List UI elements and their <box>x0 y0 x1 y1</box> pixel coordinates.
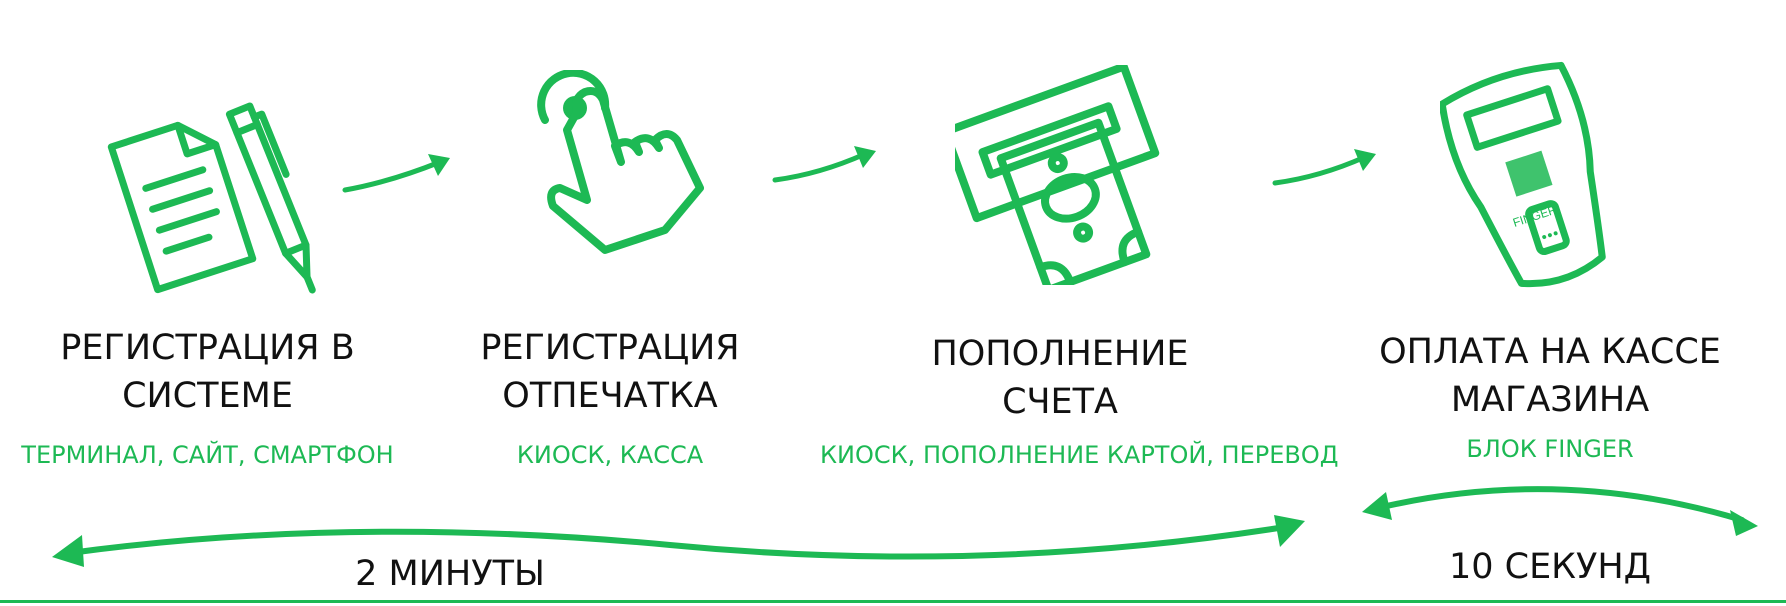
step-title-store-payment: ОПЛАТА НА КАССЕ МАГАЗИНА <box>1379 332 1721 420</box>
cash-dispenser-icon <box>955 65 1170 285</box>
step-subtitle-registration-system: ТЕРМИНАЛ, САЙТ, СМАРТФОН <box>21 441 394 469</box>
arrow-step-2-3 <box>770 142 880 187</box>
duration-label-payment: 10 СЕКУНД <box>1448 547 1652 587</box>
step-subtitle-account-topup: КИОСК, ПОПОЛНЕНИЕ КАРТОЙ, ПЕРЕВОД <box>820 441 1339 469</box>
bottom-divider <box>0 600 1786 603</box>
step-title-registration-system: РЕГИСТРАЦИЯ В СИСТЕМЕ <box>60 328 355 416</box>
duration-arrow-payment <box>1360 470 1760 540</box>
arrow-step-3-4 <box>1270 145 1380 190</box>
duration-arrow-registration <box>50 505 1310 580</box>
arrow-step-1-2 <box>340 150 455 195</box>
step-subtitle-fingerprint-registration: КИОСК, КАССА <box>516 441 704 469</box>
step-title-fingerprint-registration: РЕГИСТРАЦИЯ ОТПЕЧАТКА <box>480 328 740 416</box>
step-title-account-topup: ПОПОЛНЕНИЕ СЧЕТА <box>931 334 1189 422</box>
touch-finger-icon <box>525 70 725 270</box>
finger-terminal-icon: FINGER <box>1440 60 1625 300</box>
document-pen-icon <box>95 85 320 300</box>
duration-label-registration: 2 МИНУТЫ <box>355 554 545 594</box>
step-subtitle-store-payment: БЛОК FINGER <box>1466 435 1634 463</box>
